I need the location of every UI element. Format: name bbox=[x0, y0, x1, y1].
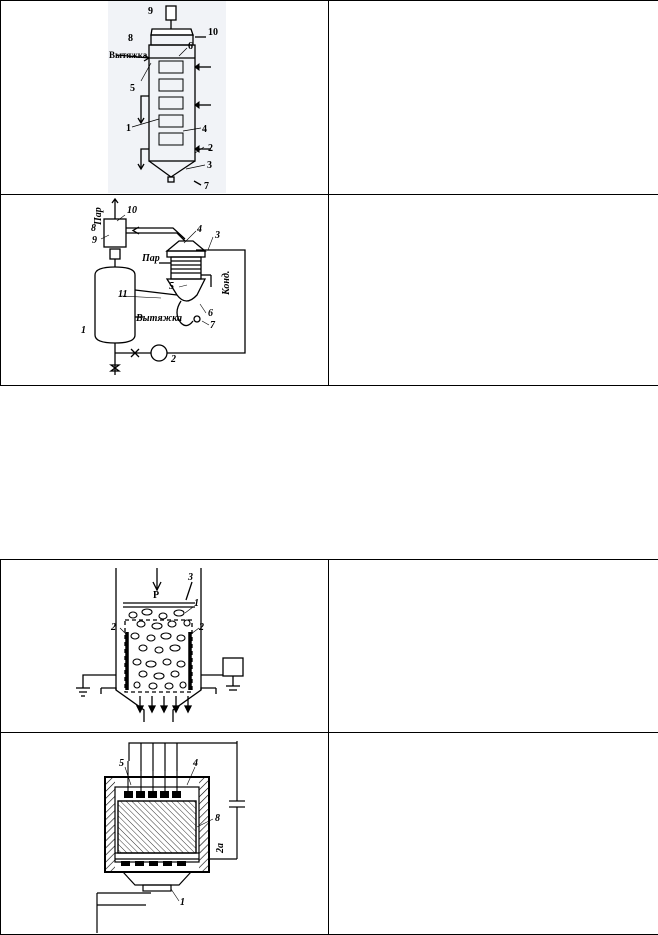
figure-cell-4: 5 4 8 1 2a bbox=[1, 733, 329, 935]
label-vytyazhka-2: Вытяжка bbox=[135, 313, 182, 324]
callout-4: 4 bbox=[202, 124, 207, 135]
callout-7: 7 bbox=[204, 181, 209, 192]
callout-10: 10 bbox=[208, 27, 218, 38]
text-cell-2 bbox=[329, 195, 658, 386]
figure-cell-2: Пар Пар Конд. Вытяжка 10 8 9 4 3 5 11 6 … bbox=[1, 195, 329, 386]
callout-8: 8 bbox=[215, 813, 220, 824]
callout-2: 2 bbox=[170, 354, 176, 365]
callout-5: 5 bbox=[130, 83, 135, 94]
text-cell-1 bbox=[329, 1, 658, 195]
label-kond: Конд. bbox=[221, 271, 232, 296]
callout-1: 1 bbox=[180, 897, 185, 908]
text-cell-3 bbox=[329, 560, 658, 733]
callout-4: 4 bbox=[196, 224, 202, 235]
callout-5: 5 bbox=[119, 758, 124, 769]
callout-2a: 2a bbox=[215, 843, 226, 854]
callout-5: 5 bbox=[169, 281, 174, 292]
callout-6: 6 bbox=[208, 308, 213, 319]
callout-2-left: 2 bbox=[110, 622, 116, 633]
callout-9: 9 bbox=[148, 6, 153, 17]
evaporator-diagram: Пар Пар Конд. Вытяжка 10 8 9 4 3 5 11 6 … bbox=[1, 195, 328, 385]
callout-8: 8 bbox=[128, 33, 133, 44]
callout-6: 6 bbox=[188, 41, 193, 52]
figure-cell-1: Вытяжка 9 10 8 6 5 1 4 2 3 7 bbox=[1, 1, 329, 195]
text-cell-4 bbox=[329, 733, 658, 935]
label-pressure-p: P bbox=[153, 590, 159, 601]
callout-1: 1 bbox=[81, 325, 86, 336]
callout-7: 7 bbox=[210, 320, 216, 331]
callout-1: 1 bbox=[126, 123, 131, 134]
electrode-extractor-diagram: 5 4 8 1 2a bbox=[1, 733, 328, 934]
callout-3: 3 bbox=[187, 572, 193, 583]
table-upper: Вытяжка 9 10 8 6 5 1 4 2 3 7 bbox=[0, 0, 658, 386]
extraction-column-diagram: Вытяжка 9 10 8 6 5 1 4 2 3 7 bbox=[1, 1, 328, 194]
callout-10: 10 bbox=[127, 205, 137, 216]
callout-1: 1 bbox=[194, 598, 199, 609]
callout-2-right: 2 bbox=[198, 622, 204, 633]
callout-4: 4 bbox=[192, 758, 198, 769]
callout-3: 3 bbox=[207, 160, 212, 171]
table-lower: P 3 1 2 2 bbox=[0, 559, 658, 935]
callout-11: 11 bbox=[118, 289, 127, 300]
callout-9: 9 bbox=[92, 235, 97, 246]
callout-2: 2 bbox=[208, 143, 213, 154]
figure-cell-3: P 3 1 2 2 bbox=[1, 560, 329, 733]
electroporation-press-diagram: P 3 1 2 2 bbox=[1, 560, 328, 732]
label-vytyazhka: Вытяжка bbox=[109, 50, 148, 60]
callout-3: 3 bbox=[214, 230, 220, 241]
callout-8: 8 bbox=[91, 223, 96, 234]
label-par-side: Пар bbox=[141, 253, 160, 264]
